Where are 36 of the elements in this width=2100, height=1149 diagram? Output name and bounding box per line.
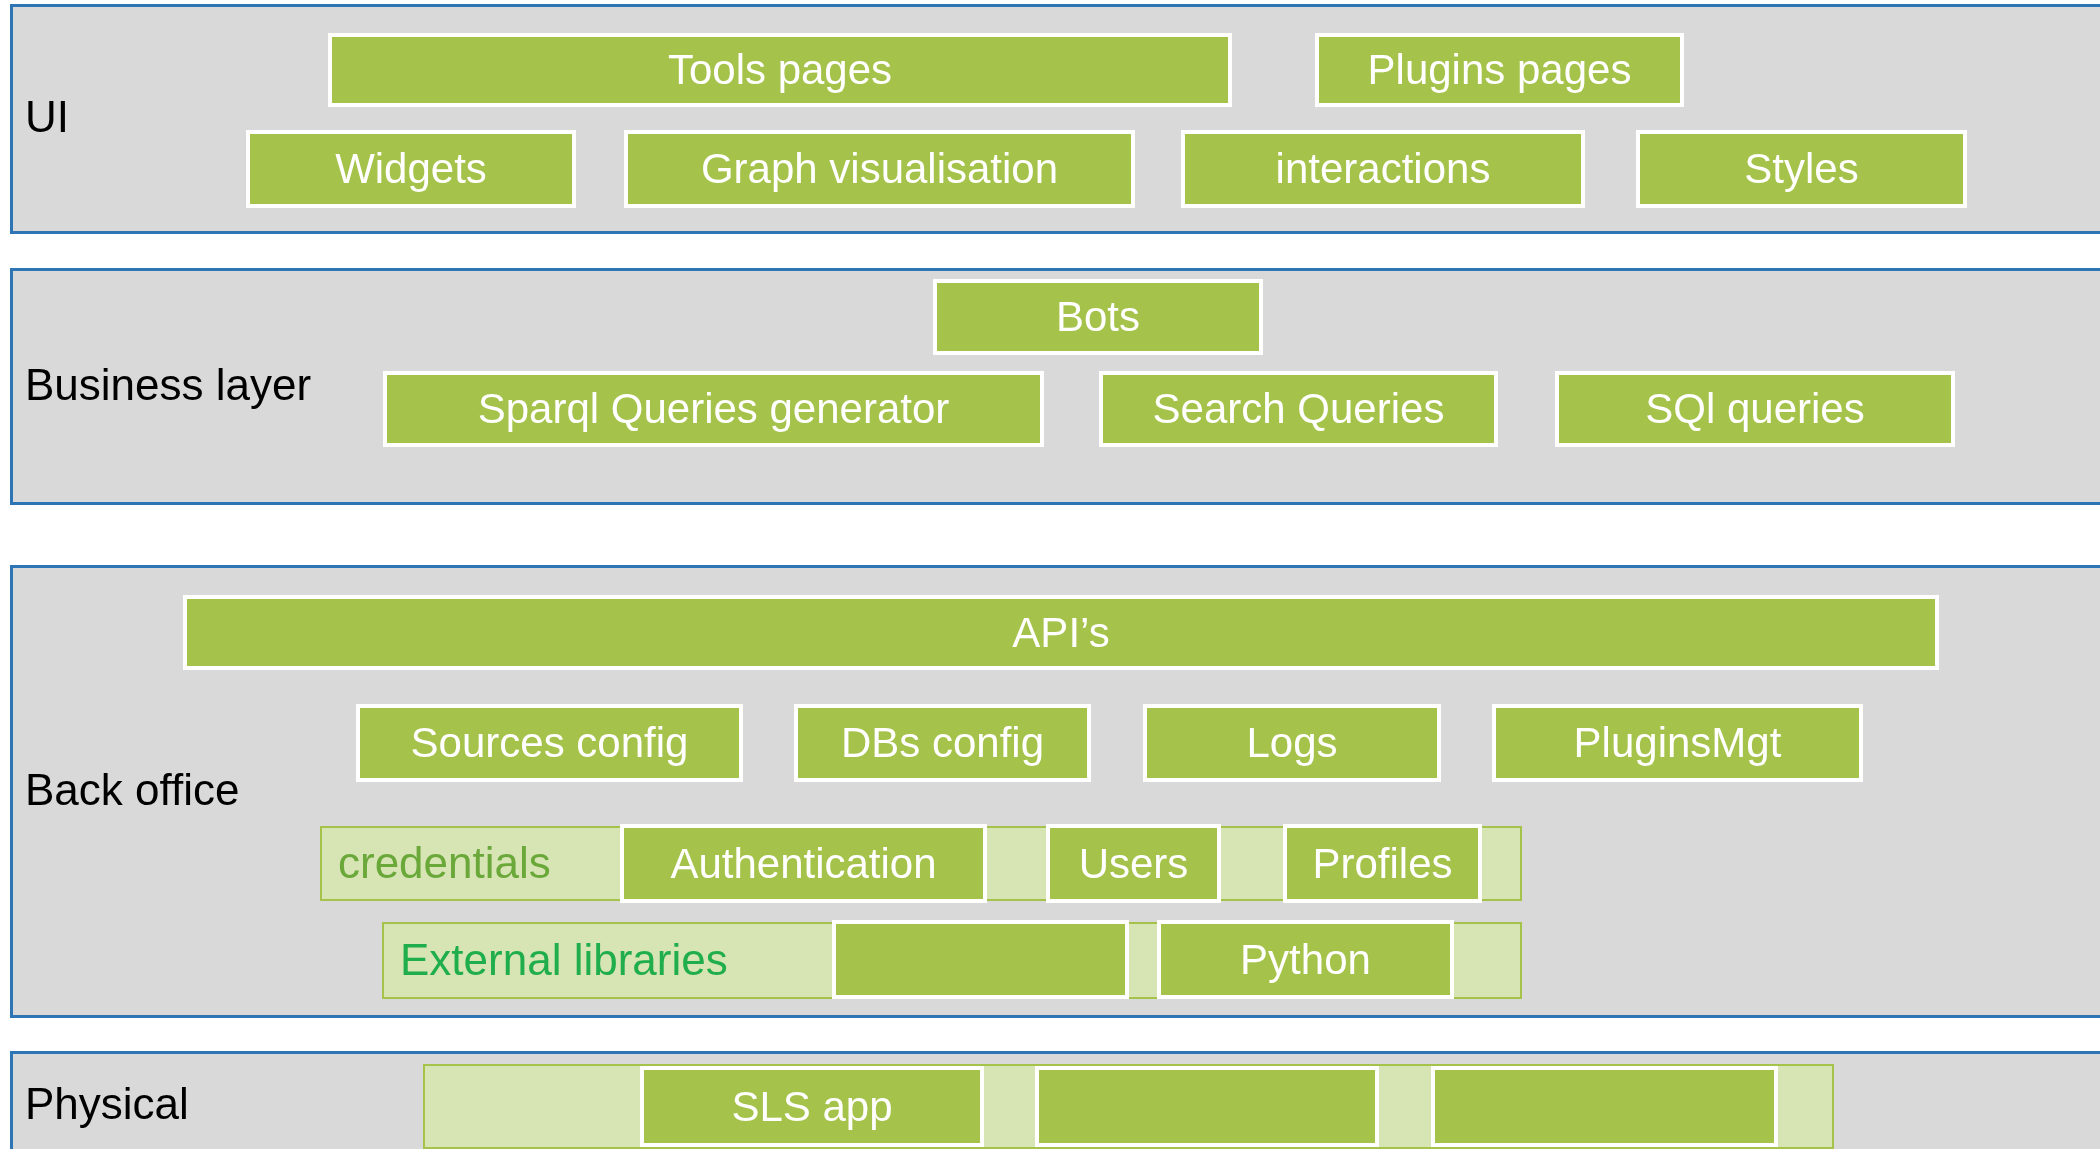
component-box: DBs config bbox=[794, 704, 1091, 782]
layer-panel bbox=[10, 1051, 2100, 1149]
layer-title: Business layer bbox=[25, 359, 312, 410]
component-box bbox=[1431, 1066, 1778, 1147]
component-box: SQl queries bbox=[1555, 371, 1955, 447]
component-box: Graph visualisation bbox=[624, 130, 1135, 208]
component-box: Profiles bbox=[1283, 824, 1482, 903]
component-box bbox=[1035, 1066, 1379, 1147]
layer-title: UI bbox=[25, 92, 69, 142]
component-box: Logs bbox=[1143, 704, 1441, 782]
component-box bbox=[832, 920, 1129, 999]
component-box: Sources config bbox=[356, 704, 743, 782]
component-box: SLS app bbox=[640, 1066, 984, 1147]
component-box: interactions bbox=[1181, 130, 1585, 208]
component-box: Sparql Queries generator bbox=[383, 371, 1044, 447]
group-title: External libraries bbox=[400, 934, 728, 985]
component-box: API’s bbox=[183, 595, 1939, 670]
component-box: Authentication bbox=[620, 824, 987, 903]
layer-panel bbox=[10, 565, 2100, 1018]
group-band bbox=[382, 922, 1522, 999]
component-box: Tools pages bbox=[328, 33, 1232, 107]
component-box: Python bbox=[1157, 920, 1454, 999]
layer-title: Physical bbox=[25, 1079, 189, 1129]
layer-panel bbox=[10, 268, 2100, 505]
group-title: credentials bbox=[338, 837, 551, 888]
component-box: Widgets bbox=[246, 130, 576, 208]
layer-title: Back office bbox=[25, 764, 240, 815]
group-band bbox=[320, 826, 1522, 901]
component-box: Bots bbox=[933, 279, 1263, 355]
component-box: Styles bbox=[1636, 130, 1967, 208]
component-box: Users bbox=[1046, 824, 1221, 903]
component-box: Plugins pages bbox=[1315, 33, 1684, 107]
group-band bbox=[423, 1064, 1834, 1149]
layer-panel bbox=[10, 4, 2100, 234]
component-box: PluginsMgt bbox=[1492, 704, 1863, 782]
component-box: Search Queries bbox=[1099, 371, 1498, 447]
